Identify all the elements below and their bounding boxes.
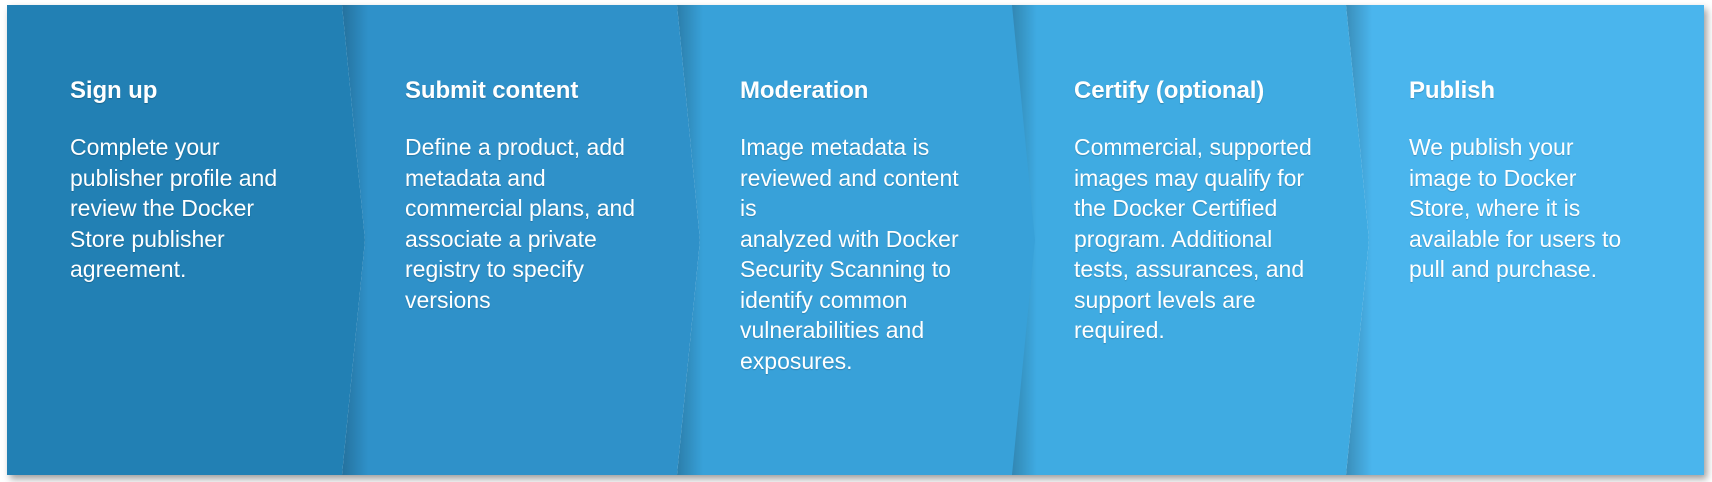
step-description: We publish your image to Docker Store, w…: [1409, 134, 1622, 282]
chevron-shape: [7, 5, 365, 475]
step-title: Publish: [1409, 77, 1495, 104]
step-description: Complete your publisher profile and revi…: [70, 134, 278, 282]
step-title: Moderation: [740, 77, 869, 104]
chevron-process-strip: Sign up Complete your publisher profile a…: [7, 5, 1704, 475]
step-text-block: Certify (optional) Commercial, supported …: [1074, 77, 1312, 346]
step-title: Sign up: [70, 77, 158, 104]
step-title: Certify (optional): [1074, 77, 1265, 104]
diagram-frame: Sign up Complete your publisher profile a…: [7, 5, 1704, 475]
process-step-certify-optional: Certify (optional) Commercial, supported …: [1011, 5, 1369, 475]
process-step-publish: Publish We publish your image to Docker S…: [1346, 5, 1704, 475]
step-text-block: Publish We publish your image to Docker S…: [1409, 77, 1647, 285]
chevron-shape: [1346, 5, 1704, 475]
step-description: Commercial, supported images may qualify…: [1074, 134, 1312, 343]
step-description: Image metadata is reviewed and content i…: [740, 134, 959, 374]
step-text-block: Sign up Complete your publisher profile a…: [70, 77, 308, 285]
process-step-sign-up: Sign up Complete your publisher profile a…: [7, 5, 365, 475]
chevron-shape: [677, 5, 1035, 475]
step-title: Submit content: [405, 77, 579, 104]
chevron-shape: [342, 5, 700, 475]
chevron-shape: [1011, 5, 1369, 475]
step-description: Define a product, add metadata and comme…: [405, 134, 636, 313]
